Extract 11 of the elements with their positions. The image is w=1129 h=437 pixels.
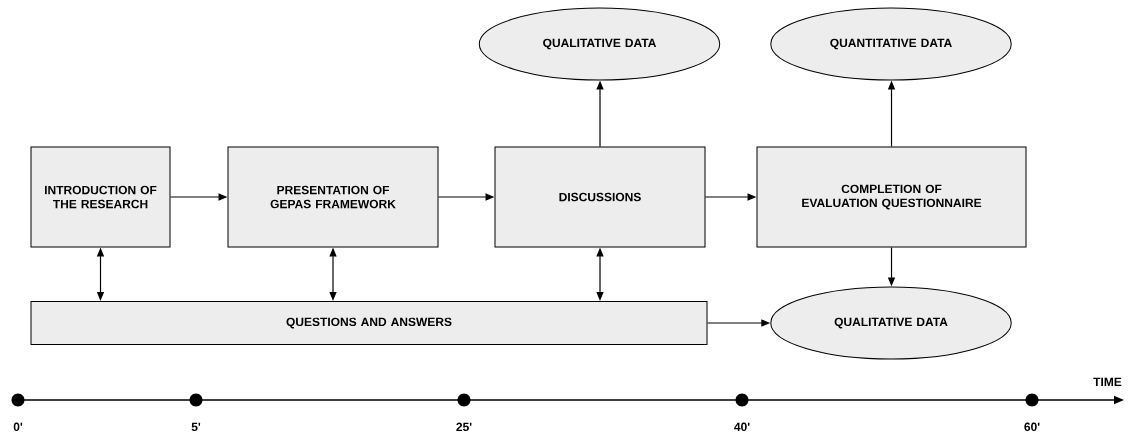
- tick-label: 25': [456, 422, 472, 432]
- tick-label: 40': [734, 422, 750, 432]
- tick-label: 0': [13, 422, 23, 432]
- process-box: QUESTIONS AND ANSWERS: [30, 301, 708, 345]
- tick-label: 60': [1024, 422, 1040, 432]
- tick-label: 5': [191, 422, 201, 432]
- process-box: INTRODUCTION OF THE RESEARCH: [30, 146, 171, 248]
- process-box: DISCUSSIONS: [494, 146, 706, 248]
- process-box: COMPLETION OF EVALUATION QUESTIONNAIRE: [756, 146, 1027, 248]
- process-box: PRESENTATION OF GEPAS FRAMEWORK: [227, 146, 439, 248]
- axis-label: TIME: [1093, 377, 1122, 386]
